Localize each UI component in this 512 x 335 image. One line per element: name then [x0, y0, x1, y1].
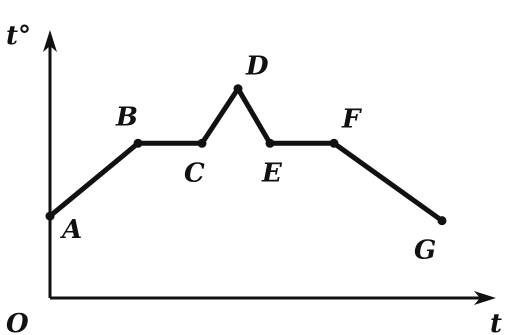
x-axis-arrow-icon	[474, 291, 496, 305]
data-point-a	[45, 211, 55, 221]
point-label-b: B	[115, 102, 138, 132]
point-labels: A B C D E F G	[59, 52, 436, 266]
x-axis-label: t	[490, 309, 502, 335]
point-label-f: F	[341, 104, 362, 134]
point-label-e: E	[261, 158, 283, 188]
data-point-f	[329, 138, 339, 148]
data-point-b	[133, 138, 143, 148]
point-label-d: D	[245, 52, 269, 82]
point-label-a: A	[59, 215, 82, 245]
axes	[43, 30, 496, 305]
data-points	[45, 84, 447, 226]
y-axis-arrow-icon	[43, 30, 57, 52]
series-line	[47, 86, 445, 224]
data-point-d	[233, 84, 243, 94]
data-point-g	[437, 216, 447, 226]
point-label-c: C	[184, 158, 205, 188]
data-point-c	[197, 138, 207, 148]
point-label-g: G	[414, 236, 436, 266]
origin-label: O	[6, 309, 29, 335]
y-axis-label: t°	[6, 21, 31, 51]
data-point-e	[265, 138, 275, 148]
